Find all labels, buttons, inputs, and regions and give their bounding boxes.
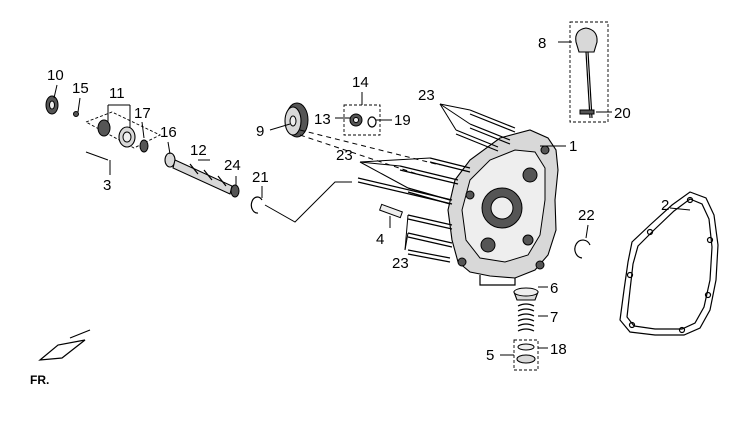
callout-6: 6 bbox=[550, 280, 558, 297]
callout-23-upper: 23 bbox=[418, 87, 435, 104]
shaft-assembly bbox=[45, 95, 240, 198]
callout-21: 21 bbox=[252, 169, 269, 186]
bolts-middle bbox=[357, 157, 471, 205]
callout-20: 20 bbox=[614, 105, 631, 122]
crankcase-cover bbox=[447, 129, 559, 286]
callout-7: 7 bbox=[550, 309, 558, 326]
callout-19: 19 bbox=[394, 112, 411, 129]
bolts-lower bbox=[407, 214, 453, 263]
callout-17: 17 bbox=[134, 105, 151, 122]
front-direction-indicator: FR. bbox=[30, 329, 91, 387]
callout-24: 24 bbox=[224, 157, 241, 174]
callout-4: 4 bbox=[376, 231, 384, 248]
callout-8: 8 bbox=[538, 35, 546, 52]
oil-filter-assembly bbox=[513, 287, 539, 371]
circlips bbox=[250, 196, 591, 259]
callout-18: 18 bbox=[550, 341, 567, 358]
callout-23-lower: 23 bbox=[392, 255, 409, 272]
bolts-upper bbox=[455, 109, 516, 152]
callout-10: 10 bbox=[47, 67, 64, 84]
callout-15: 15 bbox=[72, 80, 89, 97]
callout-14: 14 bbox=[352, 74, 369, 91]
dowel-pin bbox=[378, 203, 404, 219]
callout-11: 11 bbox=[109, 85, 125, 102]
callout-22: 22 bbox=[578, 207, 595, 224]
callout-23-middle: 23 bbox=[336, 147, 353, 164]
callout-13: 13 bbox=[314, 111, 331, 128]
callout-3: 3 bbox=[103, 177, 111, 194]
callout-16: 16 bbox=[160, 124, 177, 141]
callout-2: 2 bbox=[661, 197, 669, 214]
callout-12: 12 bbox=[190, 142, 207, 159]
gasket bbox=[619, 191, 719, 336]
dipstick bbox=[569, 21, 609, 123]
leader-lines bbox=[53, 41, 691, 356]
callout-9: 9 bbox=[256, 123, 264, 140]
callout-5: 5 bbox=[486, 347, 494, 364]
fr-label: FR. bbox=[30, 373, 49, 387]
callout-1: 1 bbox=[569, 138, 577, 155]
gear bbox=[284, 102, 309, 138]
callout-numbers: 1 2 3 4 5 6 7 8 9 10 11 12 13 14 15 16 1… bbox=[47, 35, 669, 364]
